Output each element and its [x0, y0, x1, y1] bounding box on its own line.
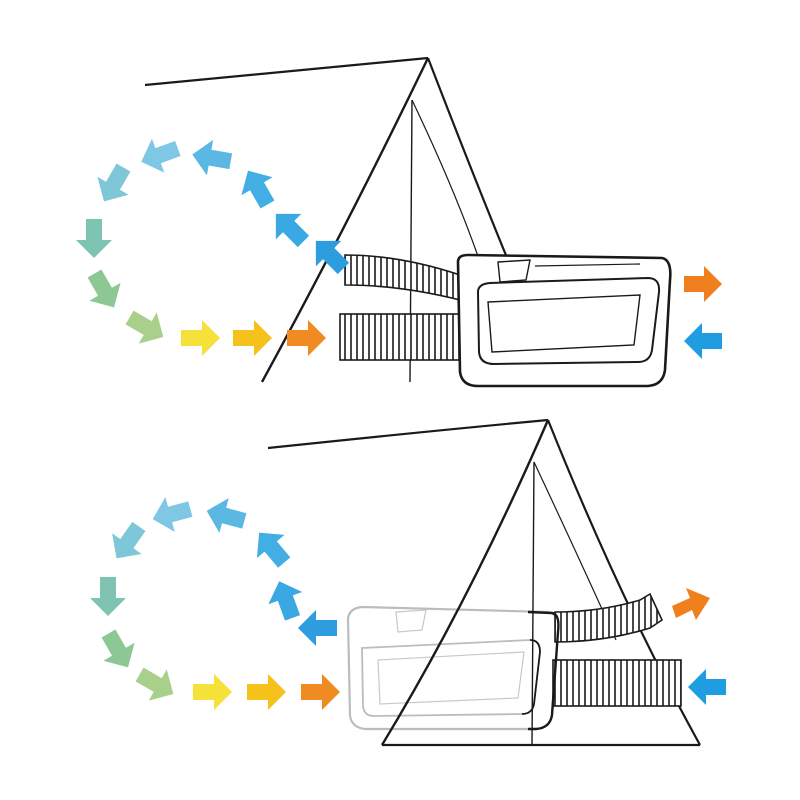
- flow-arrow: [152, 497, 193, 532]
- flow-arrow: [241, 170, 275, 209]
- flow-arrows-bottom: [90, 497, 340, 710]
- scene-top: [76, 56, 722, 388]
- flow-arrow: [256, 532, 291, 568]
- flow-arrow: [206, 498, 247, 533]
- flow-arrow: [141, 138, 181, 173]
- flow-arrow: [112, 521, 146, 559]
- flow-arrow: [181, 320, 220, 356]
- tent-front-edge-bottom: [380, 419, 550, 746]
- ac-unit-ghost: [346, 605, 560, 731]
- flow-arrow: [233, 320, 272, 356]
- flow-arrow: [268, 581, 303, 621]
- intake-hose-bottom: [552, 659, 682, 707]
- flow-arrow: [101, 629, 135, 668]
- tent-inner-panel: [411, 99, 481, 263]
- exhaust-arrow-bottom: [672, 588, 710, 620]
- flow-arrow: [90, 577, 126, 616]
- flow-arrow: [287, 320, 326, 356]
- tent-front-edge: [260, 57, 430, 383]
- exhaust-hose-top: [344, 254, 461, 302]
- ac-unit-bottom: [521, 610, 560, 731]
- tent-roof-line: [144, 56, 429, 87]
- scene-bottom: [90, 418, 726, 747]
- flow-arrow: [275, 213, 310, 248]
- tent-roof-line-bottom: [267, 418, 549, 450]
- flow-arrow: [298, 610, 337, 646]
- intake-hose-top: [339, 313, 463, 361]
- flow-arrow: [87, 269, 121, 308]
- flow-arrow: [315, 240, 350, 275]
- exhaust-arrow-top: [684, 266, 722, 302]
- ac-unit-top: [456, 253, 672, 388]
- flow-arrow: [193, 674, 232, 710]
- flow-arrow: [76, 219, 112, 258]
- tent-back-edge: [426, 57, 512, 266]
- flow-arrow: [125, 310, 164, 344]
- flow-arrow: [135, 667, 174, 701]
- tent-inner-pole-bottom: [531, 461, 535, 746]
- flow-arrow: [97, 163, 131, 202]
- flow-arrows-top: [76, 138, 350, 356]
- flow-arrow: [247, 674, 286, 710]
- flow-arrow: [192, 139, 233, 176]
- intake-arrow-top: [684, 323, 722, 359]
- intake-arrow-bottom: [688, 669, 726, 705]
- exhaust-hose-bottom: [554, 592, 664, 643]
- flow-arrow: [301, 674, 340, 710]
